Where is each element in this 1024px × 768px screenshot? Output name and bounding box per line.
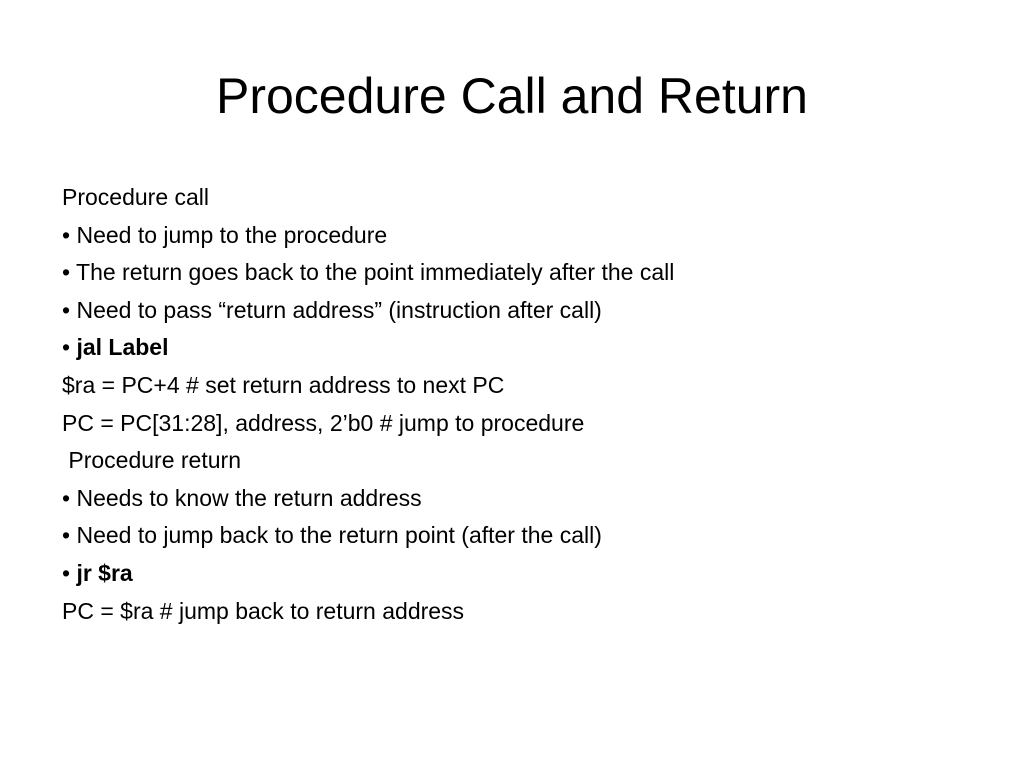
body-line-text: Needs to know the return address [76,484,422,511]
body-line-text: Procedure call [62,184,210,210]
body-line: • jr $ra [62,555,962,593]
bullet-marker: • [62,484,77,511]
body-line-text: PC = $ra # jump back to return address [62,597,465,624]
body-line-text: PC = PC[31:28], address, 2’b0 # jump to … [62,409,585,436]
body-line-text: Procedure return [62,447,241,474]
body-line: • jal Label [62,329,962,367]
body-line: • Need to jump back to the return point … [62,517,962,555]
body-line: Procedure call [62,179,962,217]
body-line-text: Need to jump back to the return point (a… [76,522,602,549]
body-line-text: $ra = PC+4 # set return address to next … [62,371,505,398]
body-line: • Need to pass “return address” (instruc… [62,292,962,330]
bullet-marker: • [62,259,77,286]
body-line-code: jal Label [76,334,169,361]
body-line-text: The return goes back to the point immedi… [76,259,675,286]
slide-body: Procedure call • Need to jump to the proc… [62,179,962,630]
body-line-code: jr $ra [76,559,133,586]
body-line: • Needs to know the return address [62,480,962,518]
bullet-marker: • [62,296,77,323]
bullet-marker: • [62,559,77,586]
body-line: • Need to jump to the procedure [62,217,962,255]
bullet-marker: • [62,522,77,549]
body-line: • The return goes back to the point imme… [62,254,962,292]
body-line-text: Need to pass “return address” (instructi… [76,296,602,323]
bullet-marker: • [62,334,77,361]
body-line-text: Need to jump to the procedure [76,221,388,248]
bullet-marker: • [62,221,77,248]
body-line: PC = PC[31:28], address, 2’b0 # jump to … [62,405,962,443]
body-line: PC = $ra # jump back to return address [62,593,962,631]
body-line: $ra = PC+4 # set return address to next … [62,367,962,405]
body-line: Procedure return [62,442,962,480]
slide-title: Procedure Call and Return [216,68,808,124]
